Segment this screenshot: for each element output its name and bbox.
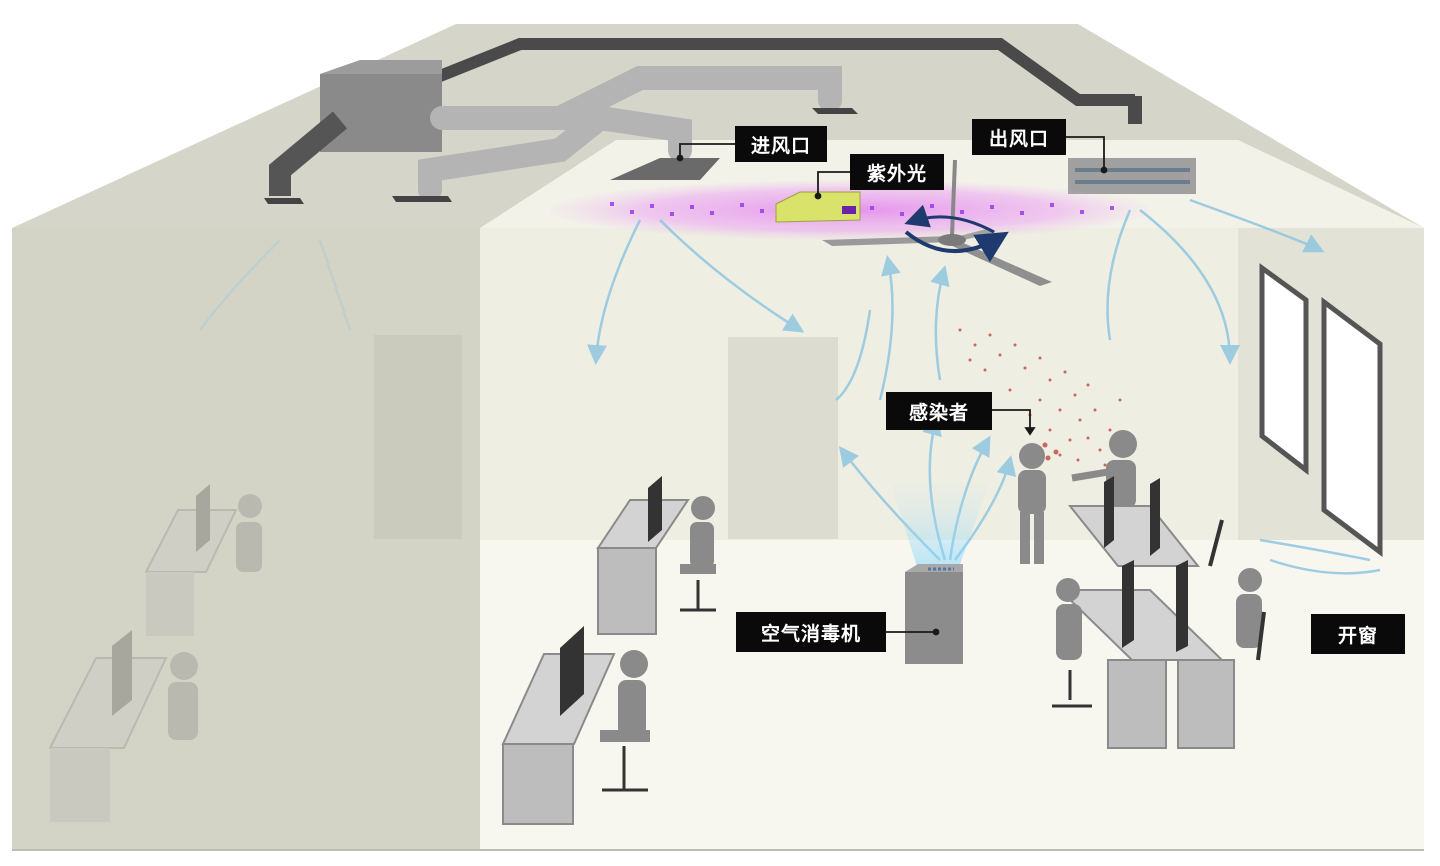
windows <box>1259 263 1383 557</box>
workstation-group-right <box>1052 476 1266 749</box>
left-room-door <box>374 335 462 539</box>
infected-person <box>1018 443 1046 564</box>
workstation-group-left <box>501 476 716 825</box>
open-window-label: 开窗 <box>1311 614 1405 654</box>
uv-lamp-device <box>775 191 861 223</box>
leader-lines <box>676 136 1108 636</box>
air-handling-unit <box>320 74 442 152</box>
ceiling-fan <box>822 159 1052 286</box>
air-outlet-label: 出风口 <box>972 119 1066 155</box>
inlet-ducts <box>418 66 842 202</box>
air-disinfector-machine <box>905 572 963 664</box>
workstation-group-left-room <box>48 484 262 822</box>
airflow-arrows <box>199 198 1381 575</box>
uv-light-label: 紫外光 <box>850 154 944 190</box>
infected-person-label: 感染者 <box>886 392 992 430</box>
uv-dots <box>610 202 1114 216</box>
outlet-duct <box>427 38 1135 106</box>
air-disinfector-label: 空气消毒机 <box>736 612 886 652</box>
outlet-vent <box>1068 158 1196 194</box>
purifier-airflow-glow <box>890 480 990 570</box>
air-inlet-label: 进风口 <box>735 126 827 162</box>
main-room-door <box>728 337 838 539</box>
